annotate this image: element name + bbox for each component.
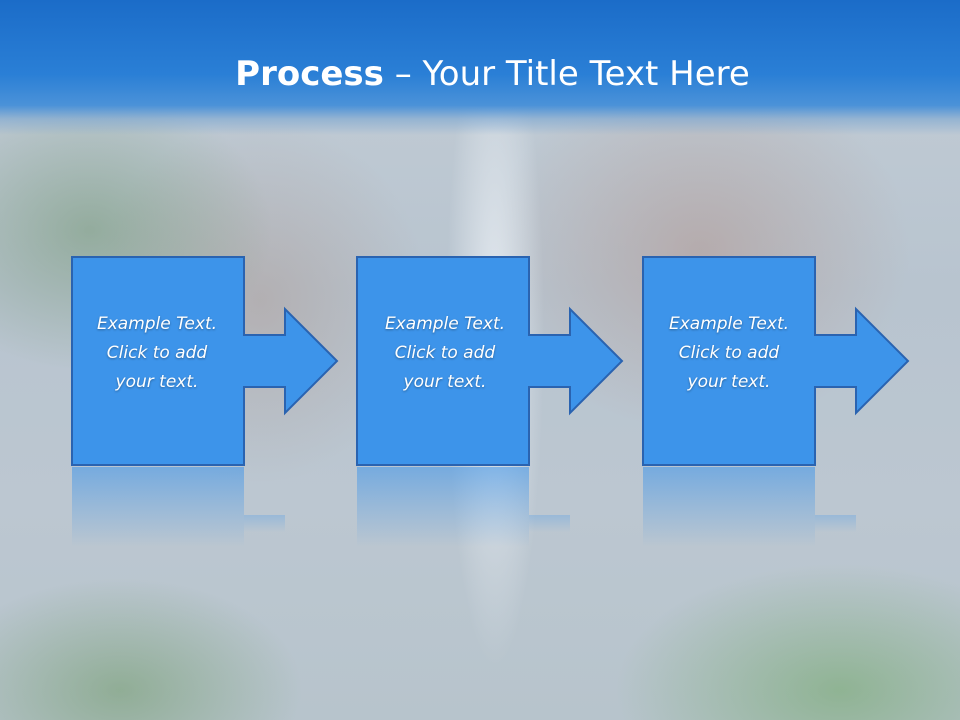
arrow-2-reflection (529, 515, 570, 532)
step-2-line-2: Click to add (394, 343, 496, 363)
step-3-line-3: your text. (687, 372, 771, 392)
step-2-text[interactable]: Example Text. Click to add your text. (360, 310, 530, 397)
step-3-reflection (643, 467, 815, 547)
step-3-line-2: Click to add (678, 343, 780, 363)
step-3-text[interactable]: Example Text. Click to add your text. (644, 310, 814, 397)
step-1-line-2: Click to add (106, 343, 208, 363)
reflections (72, 467, 856, 547)
title-separator: – (383, 54, 423, 94)
step-1-line-1: Example Text. (96, 314, 218, 334)
step-1-text[interactable]: Example Text. Click to add your text. (72, 310, 242, 397)
step-2-reflection (357, 467, 529, 547)
step-1-shape[interactable] (71, 256, 339, 466)
step-2-line-1: Example Text. (384, 314, 506, 334)
title-bold: Process (235, 54, 384, 94)
arrow-3-reflection (815, 515, 856, 532)
step-1-reflection (72, 467, 244, 547)
step-2-line-3: your text. (403, 372, 487, 392)
slide-title[interactable]: Process – Your Title Text Here (0, 52, 960, 96)
arrow-1-reflection (244, 515, 285, 532)
title-bar (0, 0, 960, 135)
step-1-line-3: your text. (115, 372, 199, 392)
title-rest: Your Title Text Here (422, 54, 750, 94)
step-3-shape[interactable] (642, 256, 910, 466)
step-3-line-1: Example Text. (668, 314, 790, 334)
step-2-shape[interactable] (356, 256, 624, 466)
